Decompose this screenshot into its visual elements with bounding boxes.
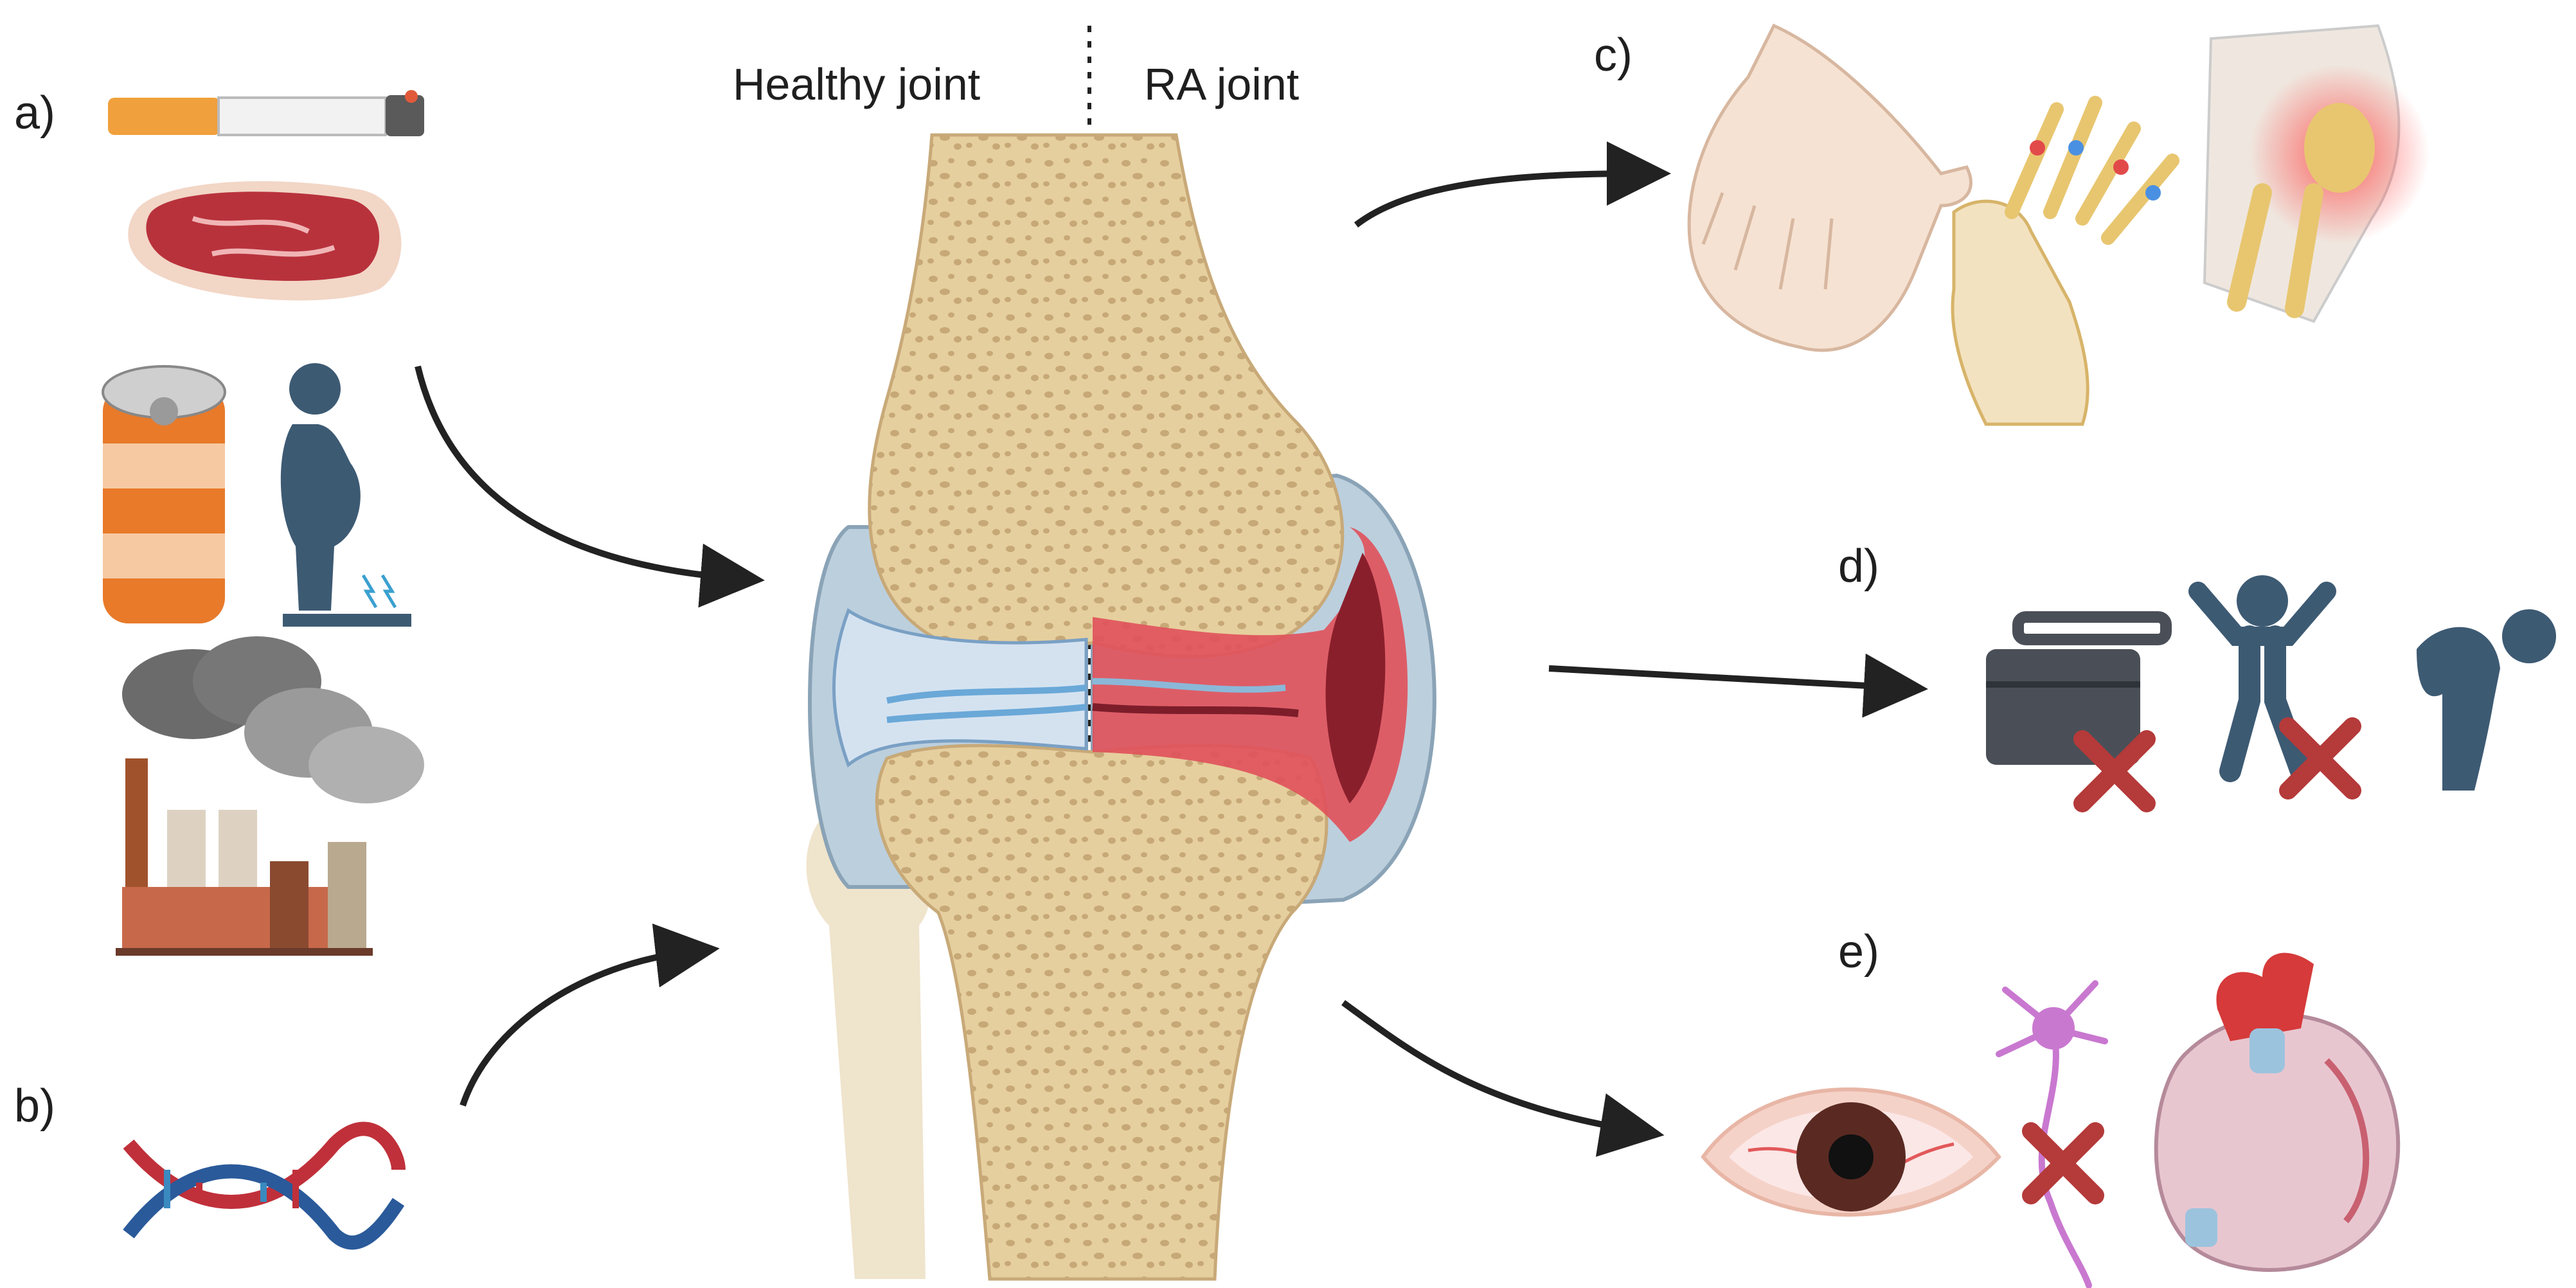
panel-label-c: c) [1594,30,1632,81]
panel-label-a: a) [14,87,55,139]
factory-pollution-icon [116,636,424,956]
obesity-icon [280,363,411,627]
arrow-genetics-to-joint [460,923,720,1107]
arrow-joint-to-c [1354,141,1671,228]
heart-icon [2154,953,2401,1272]
jumping-person-icon [2188,575,2336,782]
hand-xray-icon [1951,96,2179,426]
tibia-bone [875,744,1328,1281]
ra-joint-title: RA joint [1144,59,1299,109]
panel-label-e: e) [1838,926,1879,978]
healthy-joint-title: Healthy joint [733,59,980,109]
cross-mark-icon [2022,1122,2104,1204]
briefcase-icon [1986,611,2172,765]
arrow-joint-to-e [1341,999,1665,1157]
dna-icon [123,1122,406,1250]
cross-mark-icon [2073,730,2156,812]
pannus-inflammation [1093,527,1408,842]
red-meat-icon [128,181,402,301]
arrow-risk-to-joint [415,365,765,608]
panel-label-b: b) [14,1080,55,1132]
fibula-bone [806,810,931,1279]
ra-joint-erosion [1325,553,1386,803]
cigarette-icon [108,90,424,136]
deformed-hand-icon [1687,23,1972,352]
panel-label-d: d) [1838,541,1879,592]
cartilage-healthy [832,608,1088,768]
red-eye-icon [1701,1087,2001,1217]
fatigued-person-icon [2417,609,2556,791]
arrow-joint-to-d [1548,653,1928,718]
soda-can-icon [102,365,226,623]
cross-mark-icon [2279,717,2361,800]
inflamed-knee-icon [2203,24,2429,323]
femur-bone [868,133,1345,658]
